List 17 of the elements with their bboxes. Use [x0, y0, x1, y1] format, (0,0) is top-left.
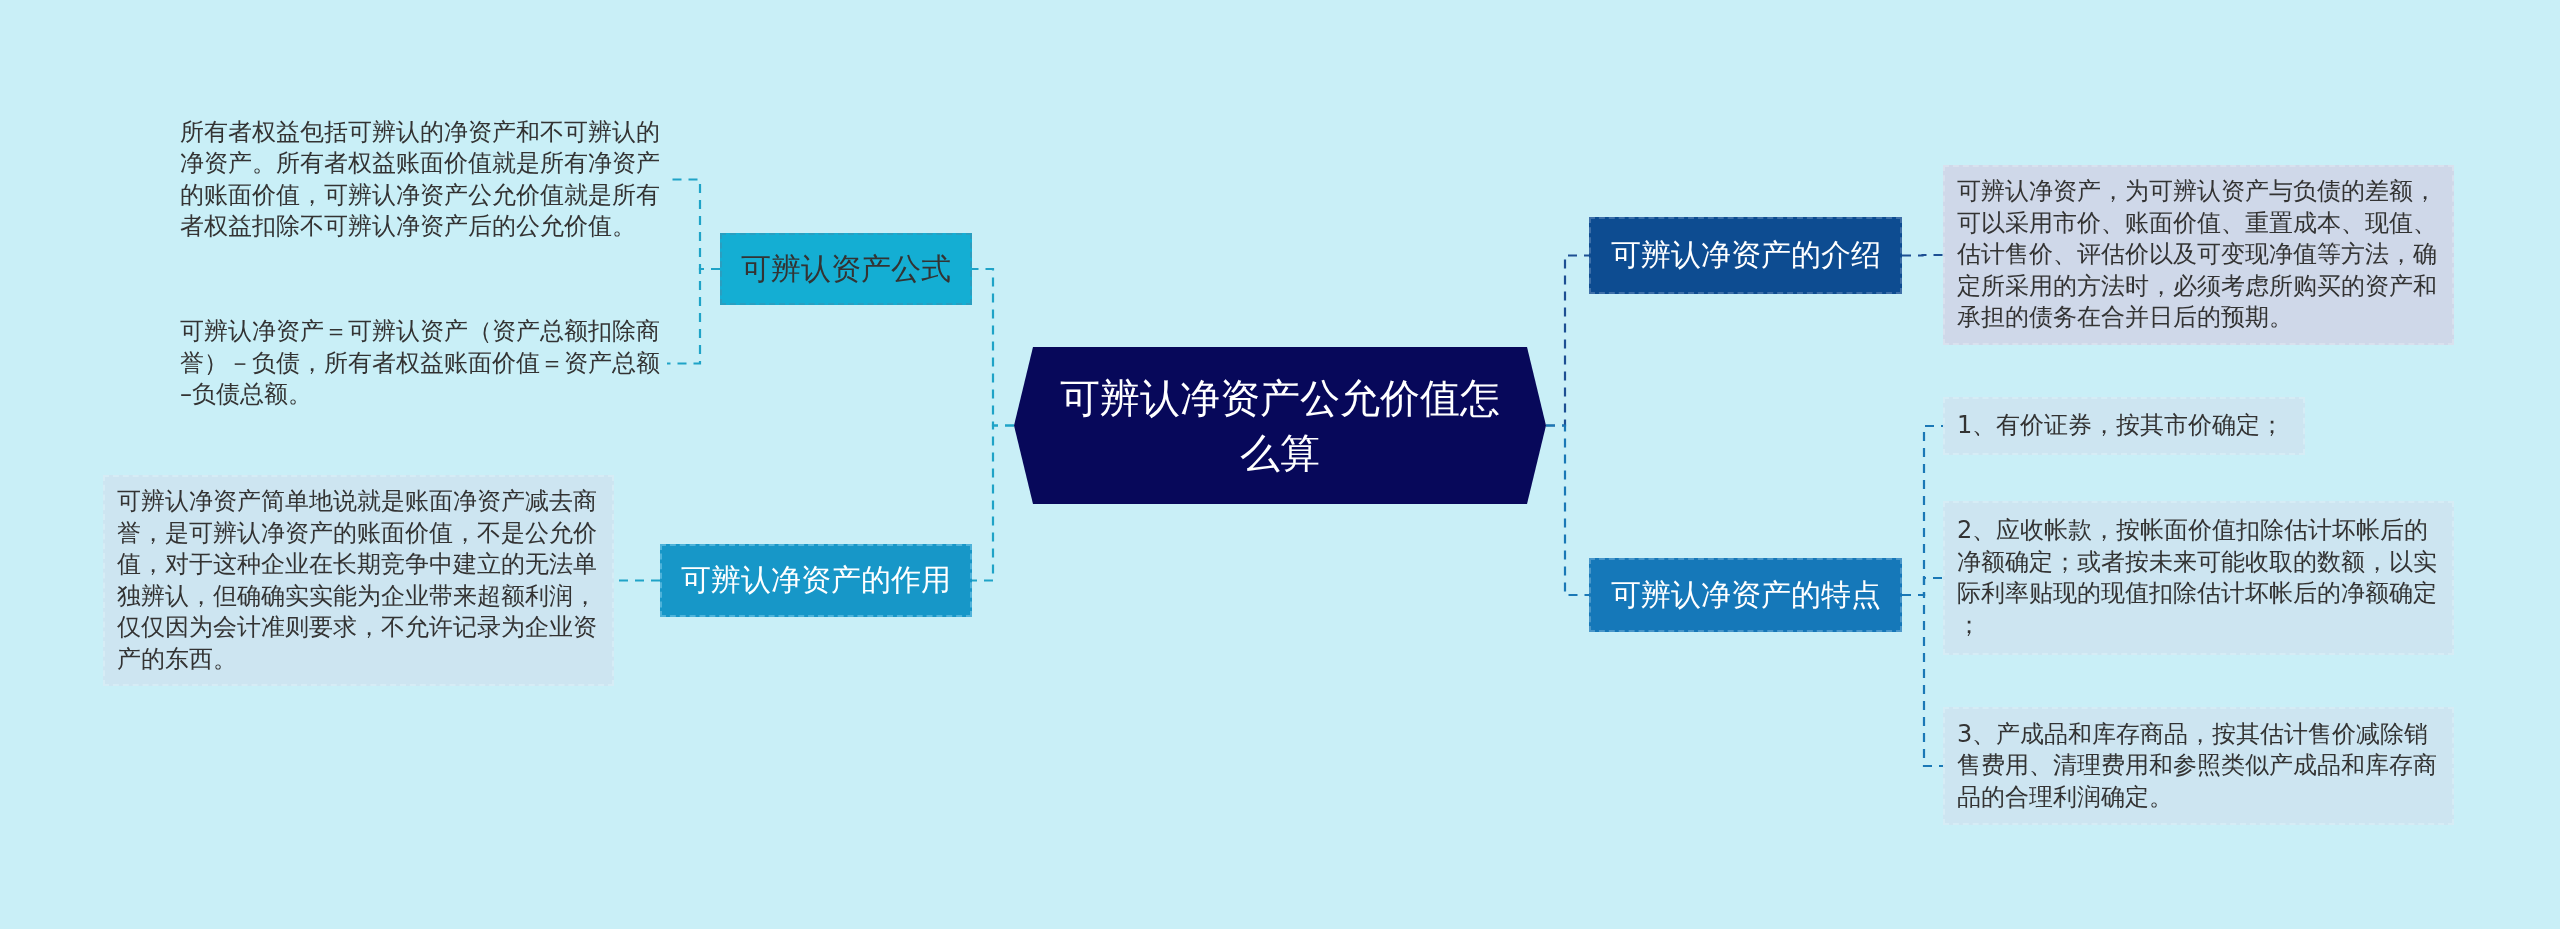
connector-line	[1902, 593, 1943, 768]
topic-box: 可辨认净资产的作用	[660, 544, 972, 617]
note-card: 可辨认净资产简单地说就是账面净资产减去商誉，是可辨认净资产的账面价值，不是公允价值，对于这种企业在长期竞争中建立的无法单独辨认，但确确实实能为企业带来超额利润，仅仅因为会计准则要求，不允许记录为企业资产的东西。	[103, 475, 614, 686]
note-card: 2、应收帐款，按帐面价值扣除估计坏帐后的净额确定；或者按未来可能收取的数额，以实际利率贴现的现值扣除估计坏帐后的净额确定；	[1943, 501, 2454, 655]
connector-line	[1902, 253, 1943, 257]
note-text: 所有者权益包括可辨认的净资产和不可辨认的净资产。所有者权益账面价值就是所有净资产的账面价值，可辨认净资产公允价值就是所有者权益扣除不可辨认净资产后的公允价值。	[180, 117, 667, 242]
connector-line	[667, 267, 720, 365]
topic-box: 可辨认资产公式	[720, 233, 972, 305]
note-card: 3、产成品和库存商品，按其估计售价减除销售费用、清理费用和参照类似产成品和库存商品的合理利润确定。	[1943, 707, 2454, 825]
note-card: 可辨认净资产，为可辨认资产与负债的差额，可以采用市价、账面价值、重置成本、现值、估计售价、评估价以及可变现净值等方法，确定所采用的方法时，必须考虑所购买的资产和承担的债务在合并日后的预期。	[1943, 165, 2454, 345]
connector-line	[1546, 424, 1589, 597]
connector-line	[972, 424, 1014, 582]
note-card: 1、有价证券，按其市价确定；	[1943, 397, 2305, 455]
note-text: 可辨认净资产＝可辨认资产（资产总额扣除商誉）－负债，所有者权益账面价值＝资产总额–负债总额。	[180, 315, 667, 412]
central-topic: 可辨认净资产公允价值怎么算	[1014, 347, 1546, 504]
topic-box: 可辨认净资产的介绍	[1589, 217, 1902, 294]
topic-box: 可辨认净资产的特点	[1589, 558, 1902, 632]
